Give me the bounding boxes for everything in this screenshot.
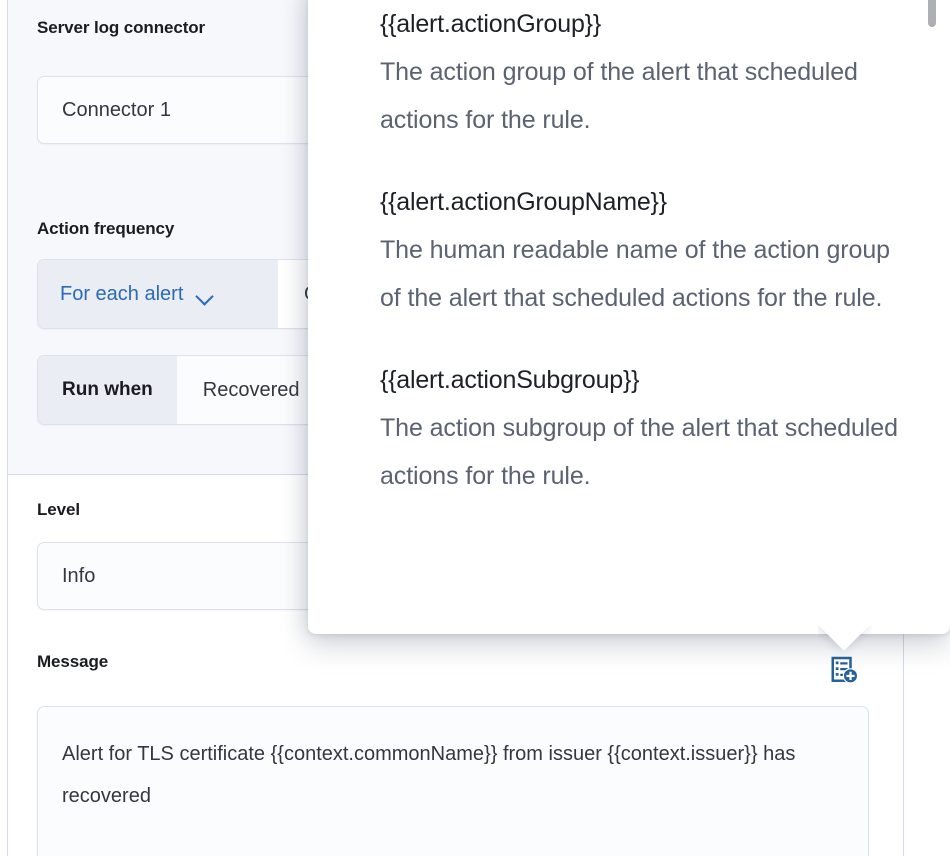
message-label: Message xyxy=(37,652,109,671)
popover-arrow-icon xyxy=(818,626,872,656)
action-frequency-label: Action frequency xyxy=(37,219,175,238)
variable-description: The human readable name of the action gr… xyxy=(380,236,890,312)
variable-name: {{alert.actionGroup}} xyxy=(380,10,601,38)
action-frequency-select[interactable]: For each alert xyxy=(38,260,278,328)
popover-scrollbar-track[interactable] xyxy=(928,0,938,634)
server-log-connector-value: Connector 1 xyxy=(62,98,171,121)
add-variable-icon xyxy=(831,656,859,684)
run-when-label-text: Run when xyxy=(62,379,153,400)
variables-popover: {{alert.actionGroup}} The action group o… xyxy=(308,0,950,634)
server-log-connector-label: Server log connector xyxy=(37,18,206,37)
variable-name: {{alert.actionSubgroup}} xyxy=(380,366,640,394)
variables-popover-list: {{alert.actionGroup}} The action group o… xyxy=(308,0,950,634)
variable-item[interactable]: {{alert.actionSubgroup}} The action subg… xyxy=(380,356,908,500)
variable-name: {{alert.actionGroupName}} xyxy=(380,188,667,216)
chevron-down-icon xyxy=(197,290,213,299)
variable-description: The action group of the alert that sched… xyxy=(380,58,858,134)
popover-scrollbar-thumb[interactable] xyxy=(928,0,936,27)
variable-item[interactable]: {{alert.actionGroup}} The action group o… xyxy=(380,0,908,144)
action-frequency-select-value: For each alert xyxy=(60,282,184,305)
message-textarea[interactable]: Alert for TLS certificate {{context.comm… xyxy=(37,706,869,856)
variable-description: The action subgroup of the alert that sc… xyxy=(380,414,898,490)
run-when-select-value: Recovered xyxy=(202,378,300,401)
level-label: Level xyxy=(37,500,80,519)
level-select-value: Info xyxy=(62,564,96,587)
run-when-label: Run when xyxy=(38,356,177,424)
variable-item[interactable]: {{alert.actionGroupName}} The human read… xyxy=(380,178,908,322)
add-variable-button[interactable] xyxy=(828,654,862,688)
